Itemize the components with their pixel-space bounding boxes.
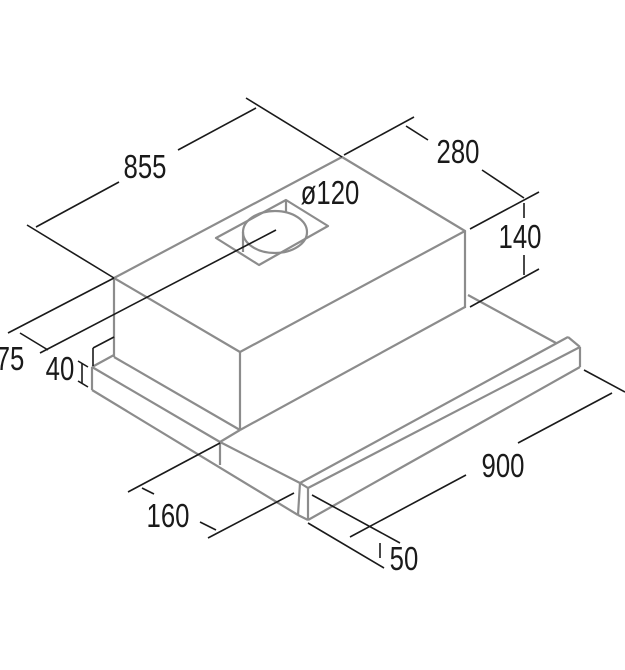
dimension-40: 40 — [46, 336, 115, 388]
dimension-855: 855 — [26, 97, 343, 279]
dimension-diameter: ø120 — [301, 175, 360, 212]
dimension-label-75: 75 — [0, 341, 24, 378]
dimension-label-280: 280 — [437, 134, 480, 171]
dimension-label-50: 50 — [390, 541, 419, 578]
telescopic-panel — [90, 294, 557, 516]
hood-body — [112, 155, 467, 431]
handle-bar — [296, 336, 582, 521]
vent-outlet — [214, 198, 330, 267]
dimension-280: 280 — [343, 116, 540, 230]
dimension-label-120: ø120 — [301, 175, 360, 212]
dimension-label-40: 40 — [46, 351, 75, 388]
dimension-label-160: 160 — [147, 498, 190, 535]
dimension-140: 140 — [469, 203, 542, 308]
dimension-75: 75 — [0, 229, 277, 378]
dimension-label-855: 855 — [124, 149, 167, 186]
dimension-label-140: 140 — [499, 219, 542, 256]
dimension-label-900: 900 — [482, 448, 525, 485]
dimension-160: 160 — [127, 442, 295, 539]
dimension-50: 50 — [307, 494, 419, 578]
